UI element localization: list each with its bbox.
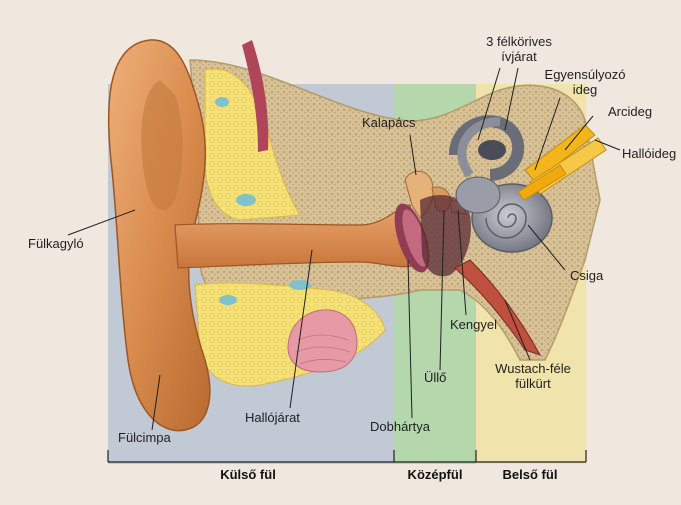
label-felkorives-ivjarat: 3 félkörives ívjárat xyxy=(486,34,552,64)
label-hallojarat: Hallójárat xyxy=(245,410,300,425)
label-wustach-line1: Wustach-féle xyxy=(495,361,571,376)
gland-spot xyxy=(215,97,229,107)
vestibule xyxy=(456,177,500,213)
section-belso-ful: Belső fül xyxy=(503,467,558,482)
label-felkorives-line1: 3 félkörives xyxy=(486,34,552,49)
label-csiga: Csiga xyxy=(570,268,603,283)
label-fulkagylo: Fülkagyló xyxy=(28,236,84,251)
label-kalapacs: Kalapács xyxy=(362,115,415,130)
section-kozepful: Középfül xyxy=(408,467,463,482)
pinna-fold xyxy=(141,80,182,210)
label-dobhartya: Dobhártya xyxy=(370,419,430,434)
label-ullo: Üllő xyxy=(424,370,446,385)
label-kengyel: Kengyel xyxy=(450,317,497,332)
label-wustach-line2: fülkürt xyxy=(495,376,571,391)
label-felkorives-line2: ívjárat xyxy=(486,49,552,64)
label-halloideg: Hallóideg xyxy=(622,146,676,161)
label-egyensulyozo-line2: ideg xyxy=(545,82,626,97)
label-wustach-fulkurt: Wustach-féle fülkürt xyxy=(495,361,571,391)
label-egyensulyozo-ideg: Egyensúlyozó ideg xyxy=(545,67,626,97)
section-kulso-ful: Külső fül xyxy=(220,467,276,482)
label-arcideg: Arcideg xyxy=(608,104,652,119)
gland-spot xyxy=(219,295,237,305)
gland-spot xyxy=(236,194,256,206)
label-fulcimpa: Fülcimpa xyxy=(118,430,171,445)
label-egyensulyozo-line1: Egyensúlyozó xyxy=(545,67,626,82)
